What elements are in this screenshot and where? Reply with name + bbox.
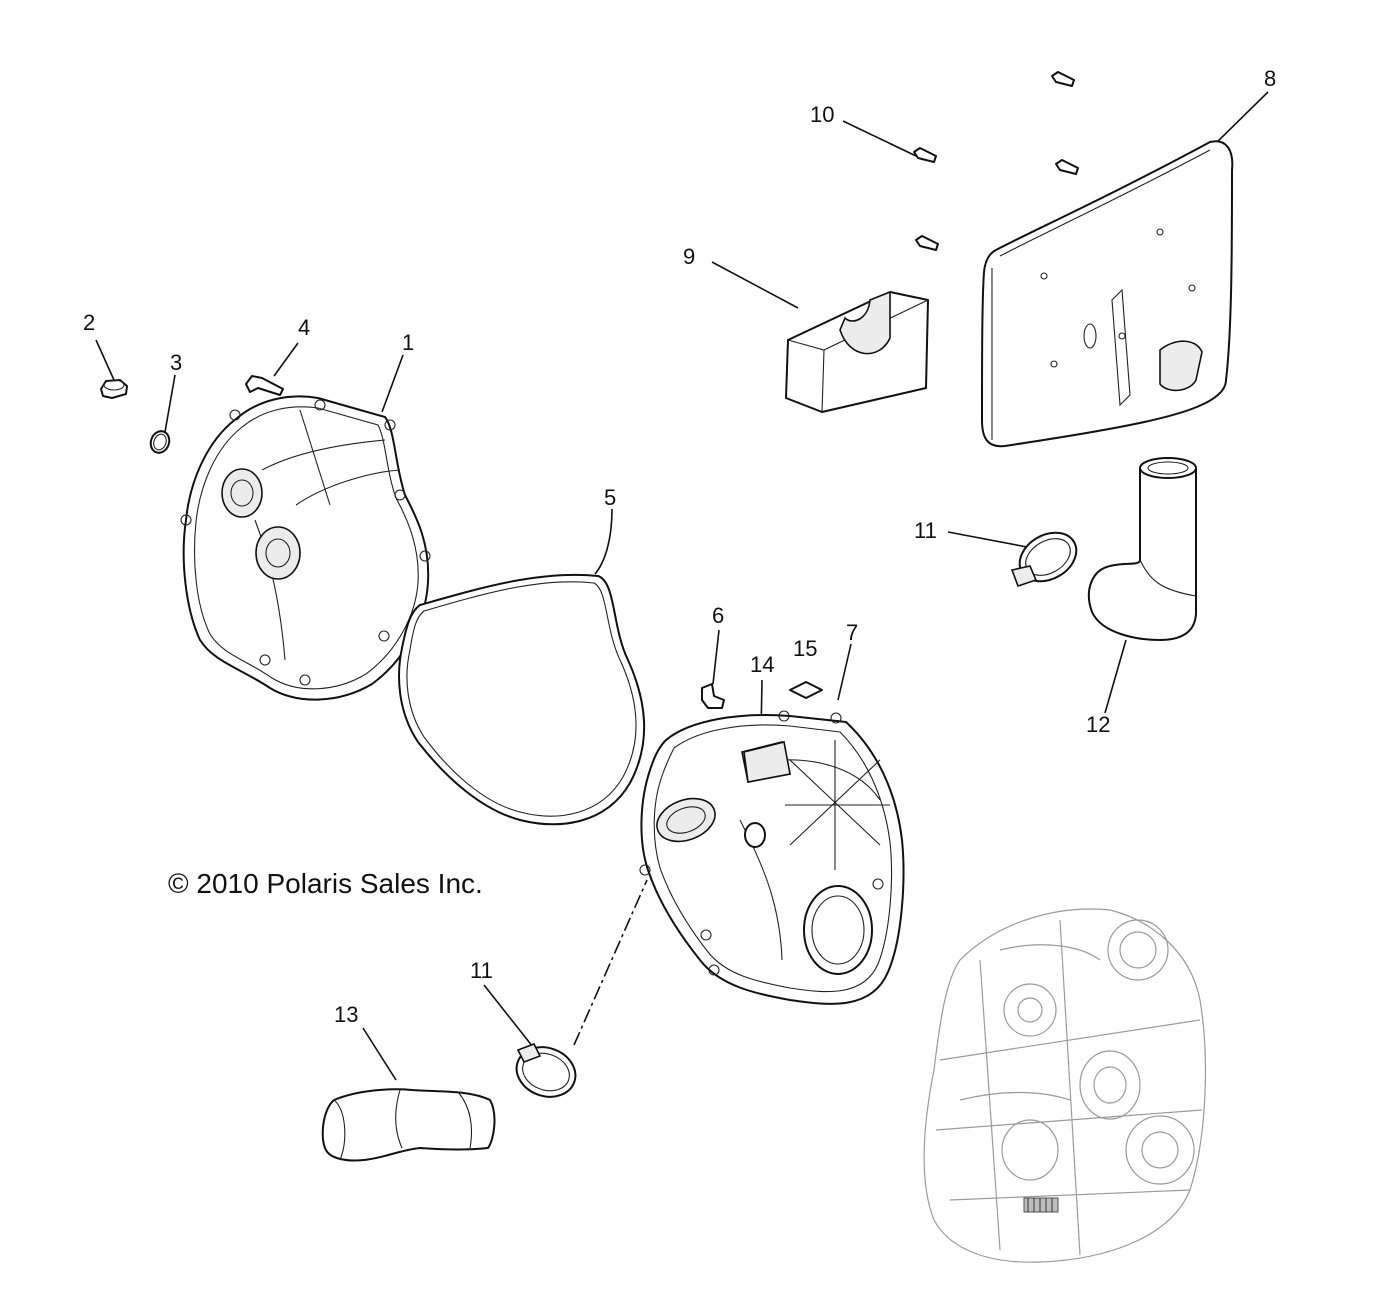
callout-9: 9: [683, 244, 695, 269]
clamp-part-11-lower: [515, 1042, 577, 1098]
outer-clutch-cover-part-1: [180, 395, 431, 701]
plug-part-2: [100, 379, 128, 399]
callout-7: 7: [846, 620, 858, 645]
callout-1: 1: [402, 330, 414, 355]
o-ring-part-3: [149, 430, 171, 454]
callout-14: 14: [750, 652, 774, 677]
callout-2: 2: [83, 310, 95, 335]
callout-11-upper: 11: [914, 518, 937, 543]
callout-6: 6: [712, 603, 724, 628]
label-part-15: [789, 681, 823, 699]
leader-lines: [95, 91, 1269, 1081]
duct-elbow-part-13: [321, 1088, 496, 1162]
callout-10: 10: [810, 102, 834, 127]
bolt-part-6: [701, 683, 725, 709]
copyright-notice: © 2010 Polaris Sales Inc.: [168, 868, 483, 899]
callout-15: 15: [793, 636, 817, 661]
engine-locator-illustration: [923, 908, 1207, 1263]
callout-5: 5: [604, 485, 616, 510]
label-part-14: [743, 741, 791, 783]
gasket-part-5: [398, 573, 646, 826]
bolt-part-4: [245, 375, 284, 396]
clamp-part-11-upper: [1010, 531, 1078, 588]
intake-housing-part-8: [981, 140, 1234, 448]
callout-4: 4: [298, 315, 310, 340]
foam-block-part-9: [785, 290, 929, 413]
bolts-part-10: [913, 71, 1079, 251]
callout-12: 12: [1086, 712, 1110, 737]
callout-13: 13: [334, 1002, 358, 1027]
duct-part-12: [1087, 457, 1197, 641]
callout-labels: 1 2 3 4 5 6 7 8 9 10 11 11 12 13 14 15: [83, 66, 1276, 1027]
callout-11-lower: 11: [470, 958, 493, 983]
callout-8: 8: [1264, 66, 1276, 91]
callout-3: 3: [170, 350, 182, 375]
